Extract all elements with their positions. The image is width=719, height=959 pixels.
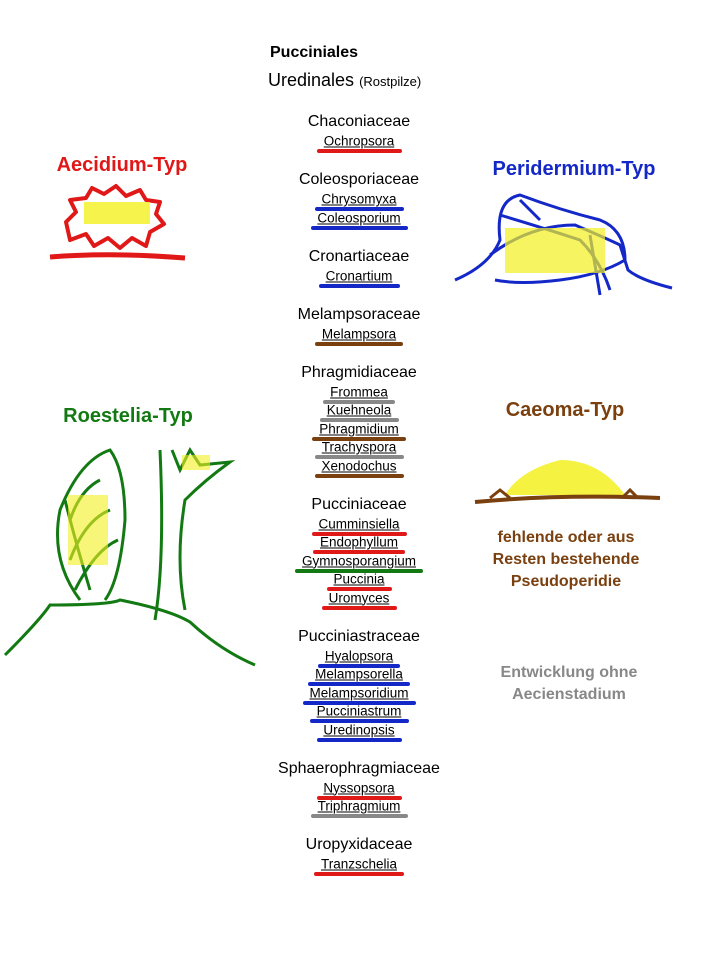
order-title: Pucciniales [270,44,359,61]
genus-color-bar [319,418,399,422]
genus-color-bar [310,814,408,818]
genus-link[interactable]: Melampsora [321,326,397,341]
genus-color-bar [314,207,404,211]
genus-link[interactable]: Uredinopsis [323,722,395,737]
caeoma-type-label: Caeoma-Typ [505,399,625,421]
note-line: fehlende oder aus [497,529,635,546]
genus-link[interactable]: Cronartium [325,268,393,283]
genus-color-bar [314,872,404,876]
genus-link[interactable]: Coleosporium [317,210,401,225]
genus-link[interactable]: Frommea [330,384,388,399]
genus-link[interactable]: Puccinia [333,571,385,587]
family-name: Chaconiaceae [307,113,411,130]
genus-color-bar [314,473,404,478]
genus-link[interactable]: Xenodochus [321,458,397,473]
family-name: Pucciniaceae [311,495,407,513]
note-line: Entwicklung ohne [500,664,638,681]
genus-color-bar [302,700,416,705]
genus-link[interactable]: Cumminsiella [318,516,400,531]
aecidium-type-label: Aecidium-Typ [56,154,188,176]
note-line: Pseudoperidie [510,573,622,590]
family-name: Coleosporiaceae [298,171,420,188]
peridermium-drawing [454,193,673,296]
genus-link[interactable]: Trachyspora [321,439,397,455]
genus-color-bar [316,149,402,153]
genus-color-bar [310,225,408,230]
genus-link[interactable]: Pucciniastrum [316,703,402,719]
no-aecia-note: Entwicklung ohne Aecienstadium [501,662,638,706]
genus-color-bar [313,550,405,554]
genus-link[interactable]: Tranzschelia [320,856,398,872]
aecidium-drawing [49,184,186,261]
family-name: Pucciniastraceae [298,627,420,645]
roestelia-type-label: Roestelia-Typ [63,405,193,427]
family-name: Phragmidiaceae [301,363,417,381]
family-name: Cronartiaceae [308,247,410,265]
genus-color-bar [318,663,400,668]
genus-link[interactable]: Ochropsora [323,133,395,149]
genus-link[interactable]: Melampsoridium [309,685,409,700]
genus-color-bar [315,341,403,346]
genus-color-bar [308,682,410,686]
genus-color-bar [316,737,402,742]
genus-link[interactable]: Melampsorella [315,666,403,682]
caeoma-drawing [474,460,661,504]
genus-color-bar [318,283,400,288]
genus-color-bar [316,795,402,800]
genus-color-bar [295,568,423,573]
genus-color-bar [323,399,395,404]
peridermium-type-label: Peridermium-Typ [492,158,656,180]
genus-color-bar [321,605,397,610]
note-line: Resten bestehende [492,551,640,568]
genus-color-bar [312,436,406,441]
genus-color-bar [311,531,407,536]
genus-link[interactable]: Gymnosporangium [301,553,417,568]
genus-link[interactable]: Phragmidium [319,421,399,436]
family-name: Sphaerophragmiaceae [278,759,440,777]
genus-color-bar [309,719,409,723]
genus-color-bar [314,455,404,459]
genus-link[interactable]: Chrysomyxa [321,191,397,207]
genus-color-bar [326,587,392,591]
genus-link[interactable]: Kuehneola [326,402,392,418]
family-name: Melampsoraceae [297,305,421,323]
genus-link[interactable]: Hyalopsora [324,648,394,663]
note-line: Aecienstadium [512,686,626,703]
suborder-note: (Rostpilze) [359,74,422,89]
genus-link[interactable]: Triphragmium [317,798,401,814]
genus-link[interactable]: Uromyces [328,590,390,605]
roestelia-drawing [3,447,256,667]
caeoma-note: fehlende oder aus Resten bestehende Pseu… [493,527,640,593]
family-name: Uropyxidaceae [305,836,413,853]
genus-link[interactable]: Nyssopsora [323,780,395,795]
genus-link[interactable]: Endophyllum [319,534,399,550]
suborder-name: Uredinales [268,70,355,90]
suborder-title: Uredinales (Rostpilze) [268,70,421,91]
